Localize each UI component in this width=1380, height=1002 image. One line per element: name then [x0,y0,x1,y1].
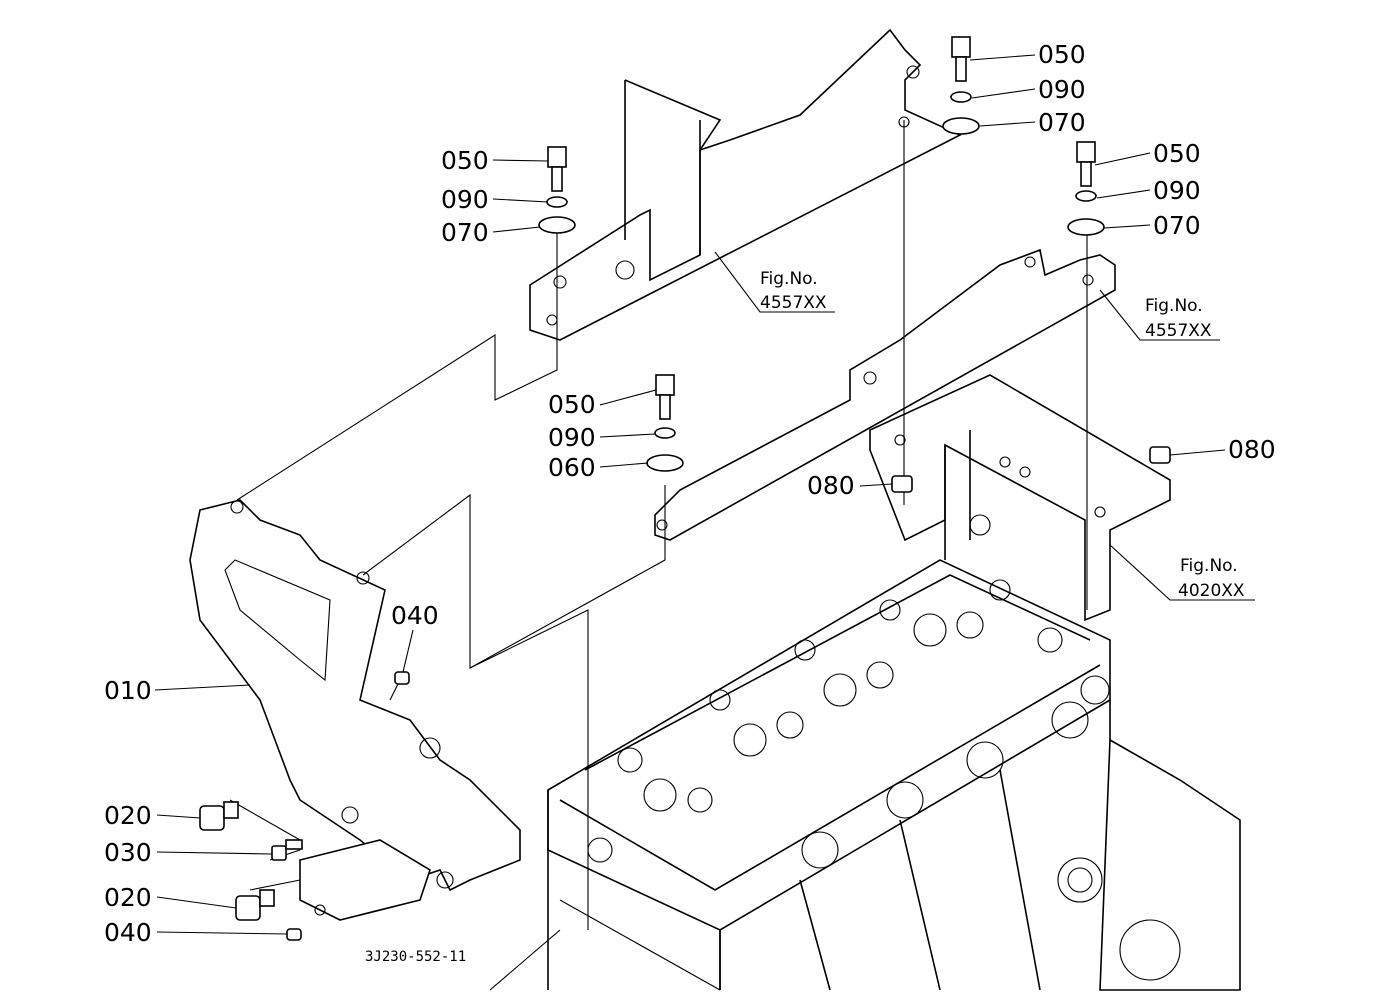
label-050-c: 050 [1153,139,1201,168]
label-090-b: 090 [1038,75,1086,104]
label-020-a: 020 [104,801,152,830]
fig-ref-3-number: 4020XX [1178,581,1245,601]
figure-references: Fig.No. 4557XX Fig.No. 4557XX Fig.No. 40… [760,269,1245,601]
bolt-stack-d [646,374,684,472]
drawing-code: 3J230-552-11 [365,949,466,965]
pin-040-b [286,928,302,941]
fig-ref-2-number: 4557XX [1145,321,1212,341]
label-090-a: 090 [441,185,489,214]
label-090-d: 090 [548,423,596,452]
label-040-b: 040 [104,918,152,947]
label-030: 030 [104,838,152,867]
callout-leaders [154,54,1255,935]
label-010: 010 [104,676,152,705]
part-labels: 050 090 070 050 090 070 050 090 070 050 … [104,40,1276,947]
bolt-stack-b [942,36,980,135]
label-090-c: 090 [1153,176,1201,205]
label-070-a: 070 [441,218,489,247]
label-060: 060 [548,453,596,482]
bolt-stack-a [538,146,576,234]
pin-040-a [394,671,410,685]
label-050-d: 050 [548,390,596,419]
bolt-030 [271,839,303,861]
plug-020-b [235,889,275,921]
upper-plate-right [654,248,1116,541]
label-040-a: 040 [391,601,439,630]
bracket-010 [189,499,521,921]
fig-ref-1-number: 4557XX [760,293,827,313]
label-080-a: 080 [807,471,855,500]
fig-ref-1-title: Fig.No. [760,269,818,289]
cylinder-head [489,559,1241,991]
label-020-b: 020 [104,883,152,912]
label-050-a: 050 [441,146,489,175]
label-070-b: 070 [1038,108,1086,137]
side-bracket [869,374,1171,622]
label-070-c: 070 [1153,211,1201,240]
label-080-b: 080 [1228,435,1276,464]
fig-ref-2-title: Fig.No. [1145,296,1203,316]
bolt-stack-c [1067,141,1105,236]
nut-080-a [891,475,913,493]
nut-080-b [1149,446,1171,464]
upper-plate-left [529,28,962,341]
fig-ref-3-title: Fig.No. [1180,556,1238,576]
assembly-lines [229,120,1088,930]
label-050-b: 050 [1038,40,1086,69]
plug-020-a [199,801,239,831]
